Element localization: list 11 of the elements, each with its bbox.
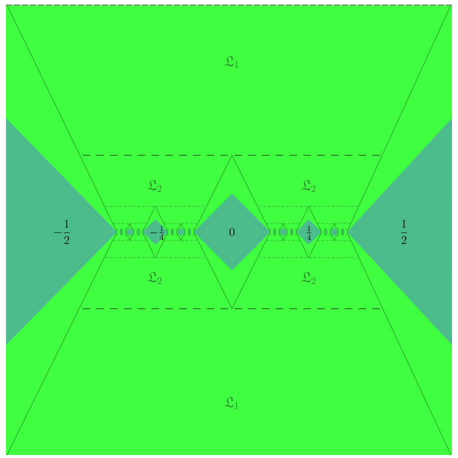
value-label: $-\frac{1}{4}$ bbox=[150, 226, 164, 240]
value-label: $\frac{1}{4}$ bbox=[306, 226, 312, 240]
region-label: $\mathfrak{L}_1$ bbox=[224, 56, 238, 68]
region-label: $\mathfrak{L}_2$ bbox=[148, 180, 162, 192]
value-label: $\frac{1}{2}$ bbox=[401, 220, 407, 244]
region-label: $\mathfrak{L}_2$ bbox=[302, 180, 316, 192]
region-label: $\mathfrak{L}_2$ bbox=[148, 272, 162, 284]
region-label: $\mathfrak{L}_2$ bbox=[302, 272, 316, 284]
value-label: $0$ bbox=[230, 228, 234, 236]
value-label: $-\frac{1}{2}$ bbox=[54, 220, 70, 244]
region-label: $\mathfrak{L}_1$ bbox=[224, 397, 238, 410]
